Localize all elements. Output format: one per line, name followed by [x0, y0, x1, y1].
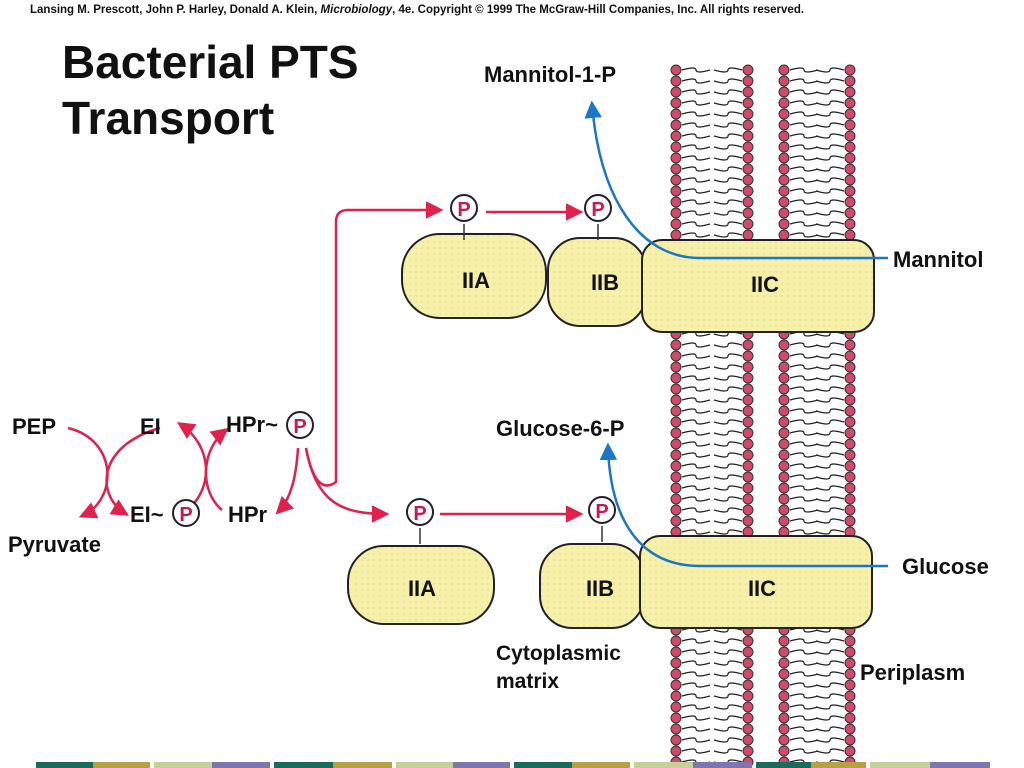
label-pyruvate: Pyruvate [8, 532, 101, 557]
glucose-iia-label: IIA [408, 576, 436, 601]
phosphate-iia-mannitol: P [450, 194, 478, 240]
label-ei: EI [140, 414, 161, 439]
phosphate-hpr: P [286, 411, 314, 439]
glucose-iib-label: IIB [586, 576, 614, 601]
phosphate-ei: P [172, 499, 200, 527]
phosphate-label: P [413, 503, 426, 525]
mannitol-iic-label: IIC [751, 272, 779, 297]
mannitol-iib-protein: IIB [547, 237, 647, 327]
glucose-iic-protein: IIC [639, 535, 873, 629]
arrow-hprp-to-hpr [275, 447, 300, 515]
phosphate-label: P [457, 199, 470, 221]
phosphate-label: P [179, 504, 192, 526]
label-glucose-6-p: Glucose-6-P [496, 416, 624, 441]
phosphate-label: P [293, 416, 306, 438]
mannitol-iia-label: IIA [462, 268, 490, 293]
membrane-bilayer [670, 64, 856, 768]
substrate-transport-arrows [584, 100, 888, 568]
label-hpr-p: HPr~ [226, 412, 278, 437]
phosphate-iia-glucose: P [406, 498, 434, 544]
arrow-mannitol-uptake [584, 100, 888, 260]
glucose-iib-protein: IIB [539, 543, 645, 629]
label-mannitol: Mannitol [893, 247, 983, 272]
glucose-iia-protein: IIA [347, 545, 495, 625]
phosphate-iib-mannitol: P [584, 194, 612, 240]
label-cytoplasmic: Cytoplasmic [496, 642, 621, 665]
arrow-hpr-cycle-1 [204, 427, 229, 511]
title-line-2: Transport [62, 92, 274, 144]
label-glucose: Glucose [902, 554, 989, 579]
arrow-pep-to-pyruvate [67, 426, 109, 519]
label-periplasm: Periplasm [860, 660, 965, 685]
arrow-hpr-to-glucose-iia [304, 447, 390, 523]
arrow-glucose-uptake [599, 442, 888, 568]
label-ei-p: EI~ [130, 502, 164, 527]
label-matrix: matrix [496, 670, 559, 693]
mannitol-iia-protein: IIA [401, 233, 547, 319]
glucose-iic-label: IIC [748, 576, 776, 601]
label-pep: PEP [12, 414, 56, 439]
label-hpr: HPr [228, 502, 268, 527]
phosphate-label: P [595, 501, 608, 523]
credit-line: Lansing M. Prescott, John P. Harley, Don… [30, 4, 804, 16]
phosphate-label: P [591, 199, 604, 221]
phosphate-iib-glucose: P [588, 496, 616, 542]
mannitol-iic-protein: IIC [641, 239, 875, 333]
mannitol-iib-label: IIB [591, 270, 619, 295]
footer-color-strip [36, 762, 990, 768]
label-mannitol-1-p: Mannitol-1-P [484, 62, 616, 87]
title-line-1: Bacterial PTS [62, 36, 359, 88]
arrow-ei-cycle [177, 422, 208, 514]
arrow-ei-to-eip [105, 426, 161, 516]
